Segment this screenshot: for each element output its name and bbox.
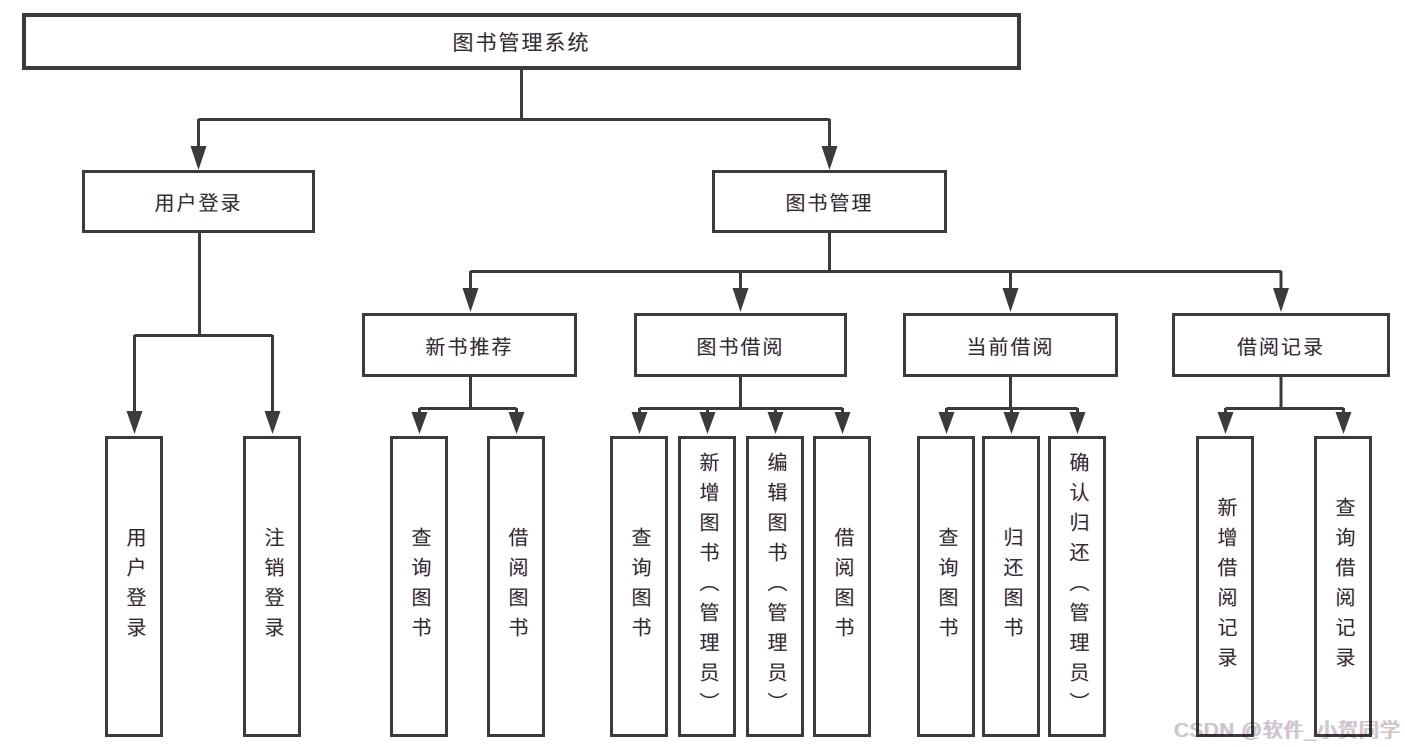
arrowhead xyxy=(1069,412,1086,434)
arrowhead xyxy=(631,412,648,434)
node-module-current-borrow: 当前借阅 xyxy=(903,313,1118,377)
node-module-book-borrow: 图书借阅 xyxy=(634,313,847,377)
node-leaf-confirm-return: 确认归还（管理员） xyxy=(1048,436,1106,737)
arrowhead xyxy=(1003,412,1020,434)
node-branch-book-management: 图书管理 xyxy=(712,170,947,233)
arrowhead xyxy=(938,412,955,434)
arrowhead xyxy=(1273,288,1289,312)
arrowhead xyxy=(1335,412,1352,434)
node-leaf-return-book: 归还图书 xyxy=(982,436,1040,737)
node-leaf-query-book-1: 查询图书 xyxy=(390,436,448,737)
node-branch-user-login: 用户登录 xyxy=(82,170,315,233)
node-leaf-query-book-2: 查询图书 xyxy=(610,436,668,737)
arrowhead xyxy=(732,288,749,312)
node-leaf-edit-book-admin: 编辑图书（管理员） xyxy=(746,436,804,737)
node-module-borrow-record: 借阅记录 xyxy=(1172,313,1390,377)
node-root: 图书管理系统 xyxy=(22,13,1021,70)
arrowhead xyxy=(126,411,143,434)
arrowhead xyxy=(508,412,525,434)
csdn-watermark: CSDN @软件_小贺同学 xyxy=(1174,720,1401,742)
node-leaf-borrow-book-1: 借阅图书 xyxy=(487,436,545,737)
node-module-new-book-recommend: 新书推荐 xyxy=(362,313,577,377)
arrowhead xyxy=(411,412,428,434)
arrowhead xyxy=(462,288,479,312)
arrowhead xyxy=(821,146,838,170)
node-leaf-logout: 注销登录 xyxy=(243,436,301,737)
arrowhead xyxy=(190,146,207,170)
node-leaf-user-login: 用户登录 xyxy=(105,436,163,737)
node-leaf-query-borrow-record: 查询借阅记录 xyxy=(1314,436,1372,737)
node-leaf-add-book-admin: 新增图书（管理员） xyxy=(678,436,736,737)
arrowhead xyxy=(699,412,716,434)
node-leaf-query-book-3: 查询图书 xyxy=(917,436,975,737)
arrowhead xyxy=(264,411,281,434)
node-leaf-add-borrow-record: 新增借阅记录 xyxy=(1196,436,1254,737)
arrowhead xyxy=(767,412,784,434)
arrowhead xyxy=(1217,412,1234,434)
arrowhead xyxy=(1002,288,1019,312)
arrowhead xyxy=(834,412,851,434)
node-leaf-borrow-book-2: 借阅图书 xyxy=(813,436,871,737)
